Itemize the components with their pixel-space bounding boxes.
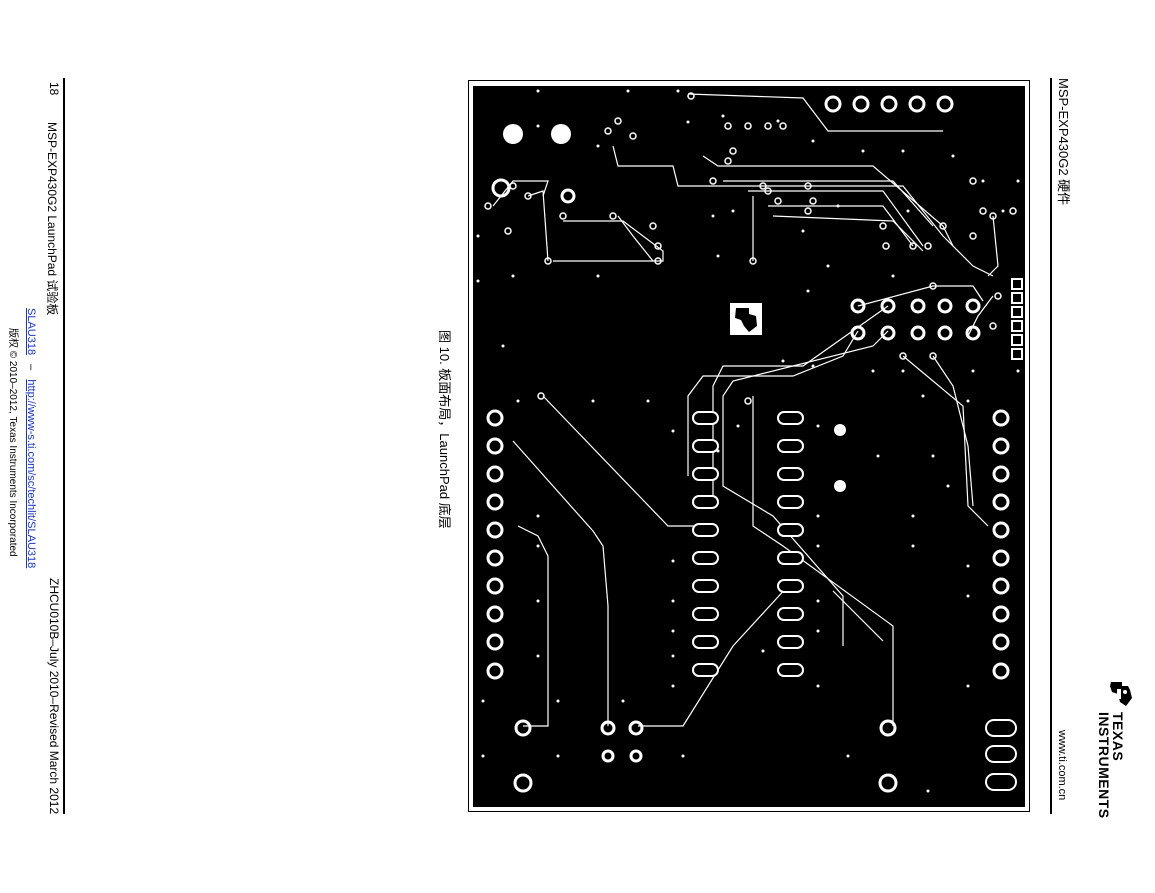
logo-line2: INSTRUMENTS [1096, 712, 1112, 819]
header-rule [1050, 78, 1052, 814]
page-number: 18 [47, 82, 61, 96]
footer-separator: – [25, 364, 37, 371]
footer-revision: ZHCU010B–July 2010–Revised March 2012 [47, 578, 61, 815]
footer-copyright: 版权 © 2010–2012, Texas Instruments Incorp… [7, 328, 18, 557]
logo-line1: TEXAS [1110, 712, 1126, 762]
header-url: www.ti.com.cn [1056, 730, 1068, 801]
pcb-bottom-layer-image [473, 86, 1025, 807]
figure-caption: 图 10. 板面布局，LaunchPad 底层 [437, 330, 452, 529]
footer-doc-title: MSP-EXP430G2 LaunchPad 试验板 [45, 122, 59, 316]
doc-id-link[interactable]: SLAU318 [25, 308, 37, 356]
footer-link-line: SLAU318 – http://www-s.ti.com/sc/techlit… [25, 308, 37, 568]
ti-logo-icon [1110, 682, 1132, 706]
footer-rule [63, 78, 65, 814]
header-section-title: MSP-EXP430G2 硬件 [1056, 78, 1071, 206]
ti-logo: TEXAS INSTRUMENTS [1096, 676, 1140, 819]
techlit-link[interactable]: http://www-s.ti.com/sc/techlit/SLAU318 [25, 379, 37, 569]
